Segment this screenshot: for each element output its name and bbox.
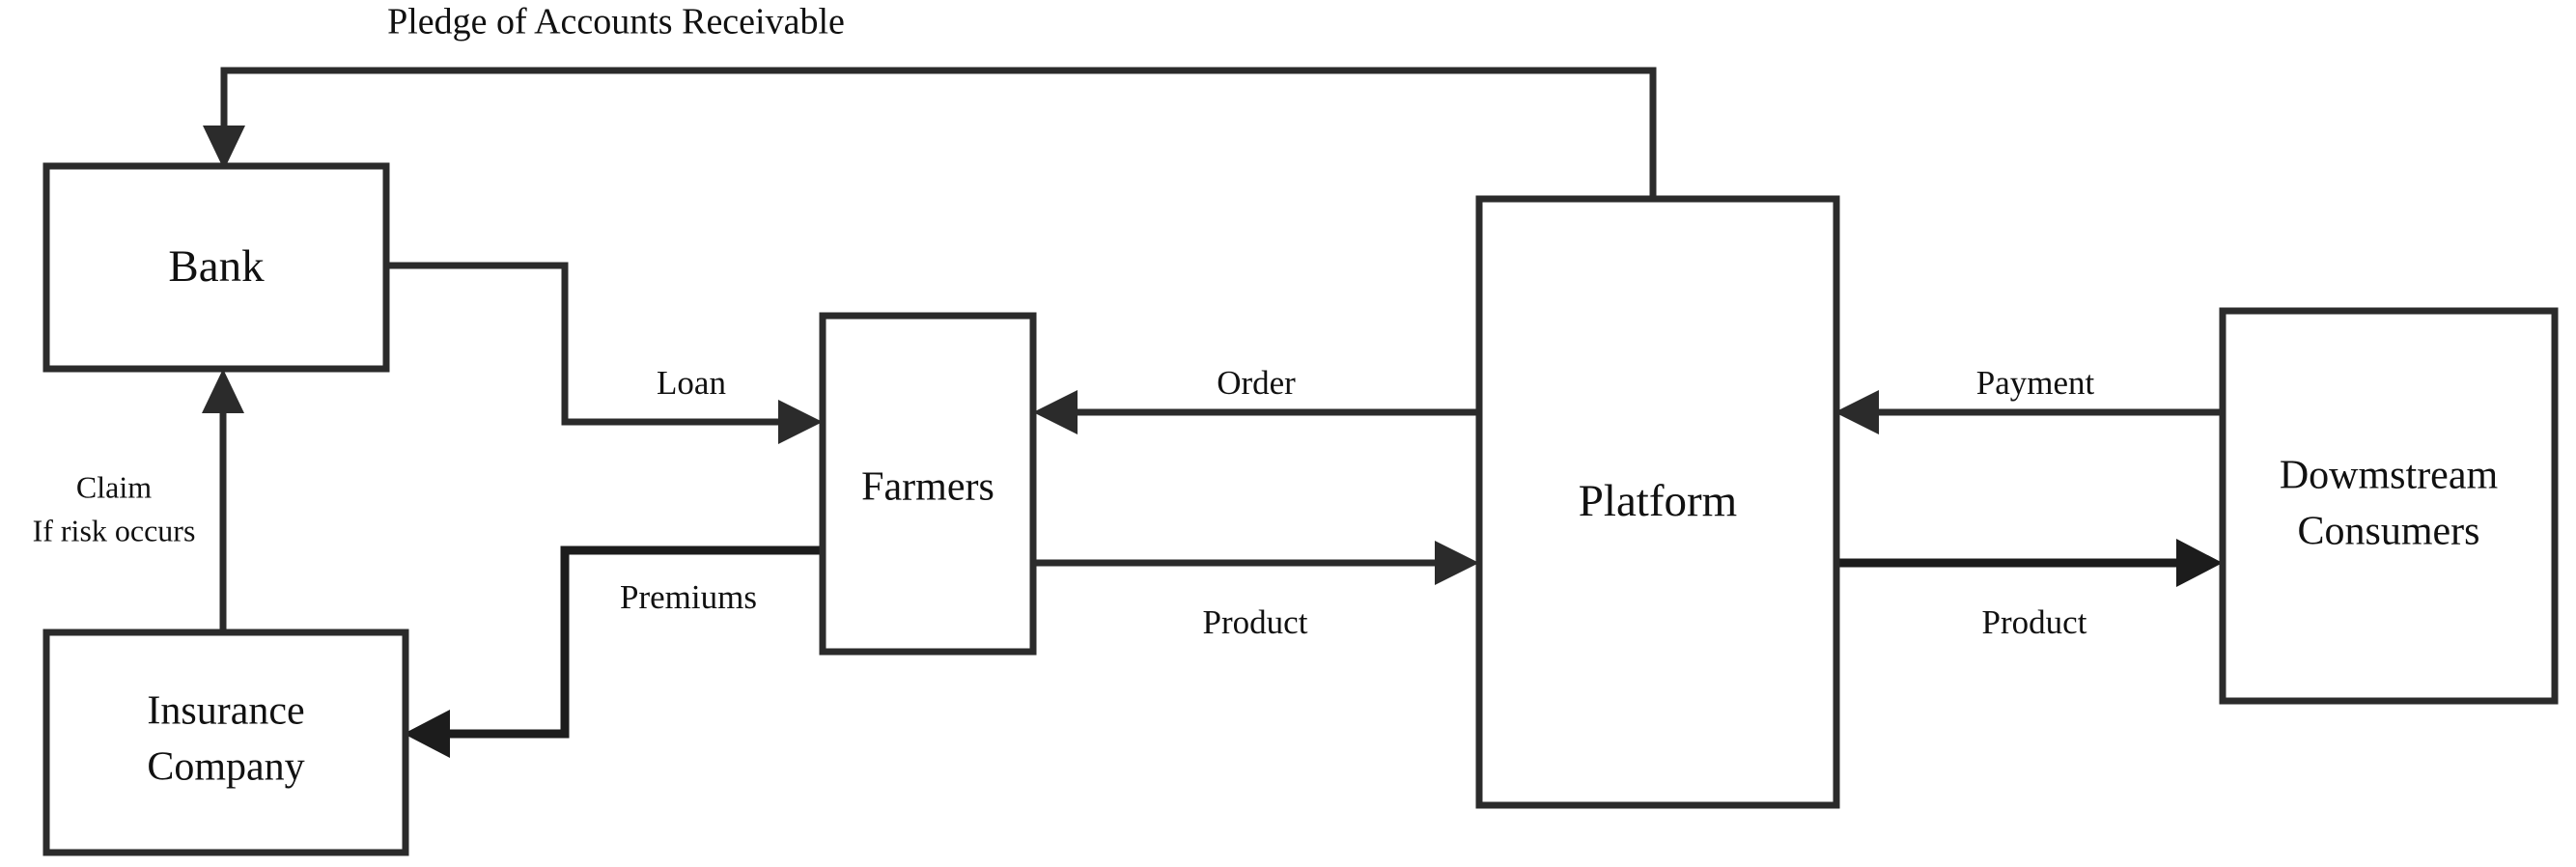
edge-label-claim-line2: If risk occurs (33, 513, 196, 547)
arrow-head-product-farmers-platform (1435, 541, 1479, 585)
edge-product-farmers-to-platform (1033, 541, 1479, 585)
edge-payment (1834, 390, 2221, 434)
arrow-head-premiums (404, 710, 450, 758)
node-box-bank[interactable] (42, 162, 390, 373)
edge-pledge-of-accounts-receivable (203, 67, 1657, 198)
arrow-head-claim (202, 369, 244, 413)
node-label-insurance-company-line1: Insurance (147, 689, 304, 734)
arrow-head-pledge (203, 126, 245, 170)
edge-order (1033, 390, 1477, 434)
arrow-head-order (1033, 390, 1078, 434)
edge-loan-path (386, 262, 803, 426)
node-label-platform: Platform (1579, 476, 1737, 526)
edge-label-product-platform-consumers: Product (1982, 603, 2087, 641)
edge-label-product-farmers-platform: Product (1203, 603, 1308, 641)
edge-label-premiums: Premiums (620, 578, 757, 616)
node-label-farmers: Farmers (861, 465, 994, 510)
arrow-head-payment (1834, 390, 1879, 434)
edge-claim (202, 369, 244, 632)
edge-pledge-path (220, 67, 1657, 198)
node-label-insurance-company-line2: Company (147, 745, 304, 790)
node-label-downstream-consumers-line1: Dowmstream (2280, 454, 2499, 498)
edge-label-loan: Loan (657, 364, 726, 402)
node-label-downstream-consumers-line2: Consumers (2298, 510, 2480, 554)
arrow-head-loan (778, 400, 823, 444)
edge-premiums (404, 545, 823, 758)
edge-premiums-path (423, 545, 823, 739)
edge-label-order: Order (1217, 364, 1296, 402)
node-box-downstream-consumers[interactable] (2219, 307, 2559, 705)
node-box-platform[interactable] (1475, 195, 1840, 809)
node-box-insurance-company[interactable] (42, 629, 409, 856)
edge-product-platform-to-consumers (1834, 539, 2223, 587)
node-box-farmers[interactable] (819, 312, 1037, 656)
arrow-head-product-platform-consumers (2176, 539, 2223, 587)
node-label-bank: Bank (168, 241, 265, 292)
edge-label-payment: Payment (1976, 364, 2095, 402)
edge-loan (386, 262, 823, 444)
edge-label-claim-line1: Claim (76, 469, 152, 504)
edge-label-pledge: Pledge of Accounts Receivable (387, 2, 845, 42)
